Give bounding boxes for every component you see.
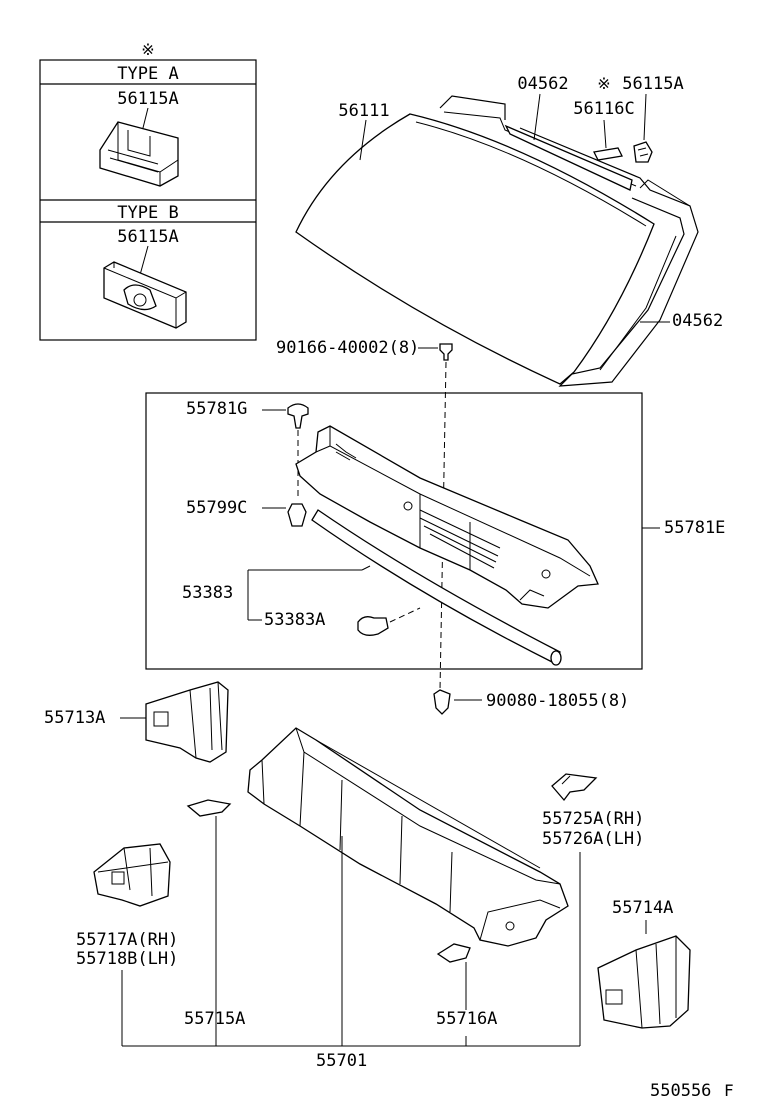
- label-clip: 56115A: [622, 74, 683, 94]
- clip-part: [633, 141, 653, 163]
- type-a-part: 56115A: [117, 89, 178, 109]
- label-bracket-lh: 55726A(LH): [542, 829, 644, 849]
- label-windshield: 56111: [338, 101, 389, 121]
- figure-suffix: F: [724, 1081, 734, 1100]
- type-a-title: TYPE A: [117, 64, 178, 84]
- type-b-title: TYPE B: [117, 203, 178, 223]
- label-plate-l: 55715A: [184, 1009, 245, 1029]
- label-brace-left: 55713A: [44, 708, 105, 728]
- plate-left-part: [186, 799, 232, 817]
- label-nut-c: 55799C: [186, 498, 247, 518]
- louver-panel: [295, 425, 599, 609]
- spacer-part: [593, 147, 623, 161]
- bracket-left-lower-part: [93, 843, 171, 907]
- clip-type-b-drawing: [103, 245, 187, 329]
- legend-box: ※ TYPE A 56115A TYPE B 56115A: [39, 40, 257, 341]
- legend-mark: ※: [141, 40, 154, 59]
- label-dam-side: 04562: [672, 311, 723, 331]
- louver-assembly-box: 55781E 55781G 55799C 53383 53383A: [145, 392, 725, 670]
- windshield-glass: [295, 113, 655, 385]
- bracket-rh-part: [551, 773, 598, 802]
- label-bracket-lh2: 55718B(LH): [76, 949, 178, 969]
- cowl-panel: [247, 727, 569, 947]
- figure-id: 550556: [650, 1081, 711, 1101]
- grommet-part: [287, 403, 309, 429]
- label-bracket-rh2: 55717A(RH): [76, 930, 178, 950]
- label-louver-assy: 55781E: [664, 518, 725, 538]
- nut-bottom-part: [433, 689, 451, 715]
- nut-c-part: [287, 503, 307, 527]
- plate-right-part: [436, 943, 471, 963]
- brace-left-part: [145, 681, 229, 763]
- screw-part: [439, 343, 453, 361]
- label-clip-mark: ※: [597, 74, 610, 93]
- label-grommet: 55781G: [186, 399, 247, 419]
- label-plate-r: 55716A: [436, 1009, 497, 1029]
- label-spacer: 56116C: [573, 99, 634, 119]
- label-cowl-panel: 55701: [316, 1051, 367, 1071]
- label-dam-top: 04562: [517, 74, 568, 94]
- label-screw: 90166-40002(8): [276, 338, 419, 358]
- label-nut-bottom: 90080-18055(8): [486, 691, 629, 711]
- label-brace-right: 55714A: [612, 898, 673, 918]
- label-seal: 53383: [182, 583, 233, 603]
- label-bracket-rh: 55725A(RH): [542, 809, 644, 829]
- clip-type-a-drawing: [99, 107, 179, 187]
- windshield-group: [295, 95, 699, 387]
- label-seal-clip: 53383A: [264, 610, 325, 630]
- seal-clip-part: [357, 616, 389, 636]
- type-b-part: 56115A: [117, 227, 178, 247]
- brace-right-part: [597, 935, 691, 1029]
